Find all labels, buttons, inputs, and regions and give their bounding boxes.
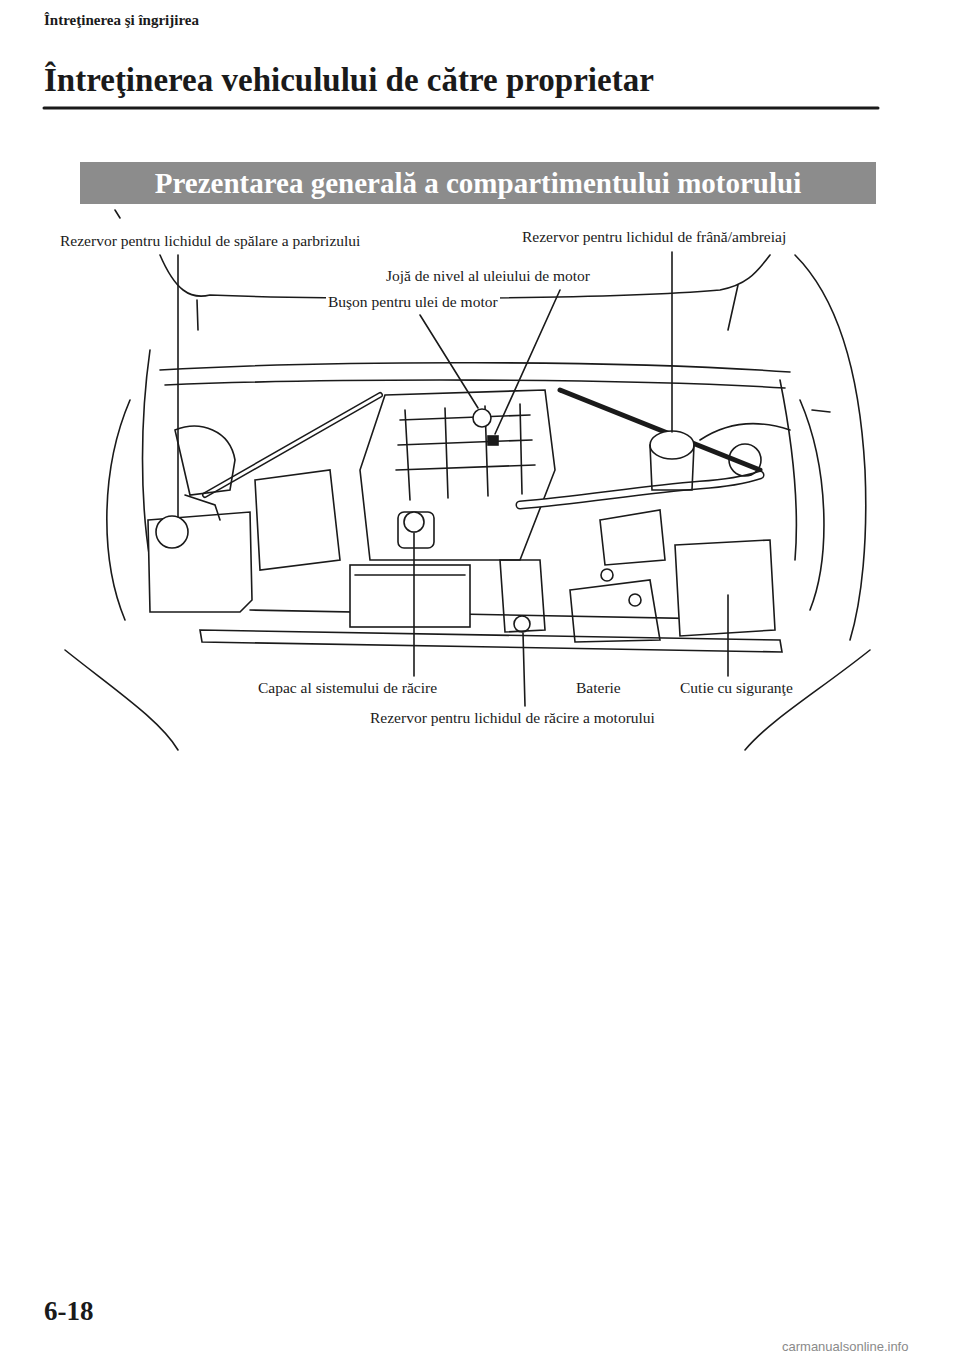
part-label: Rezervor pentru lichidul de frână/ambrei… [520, 228, 788, 246]
part-label: Rezervor pentru lichidul de spălare a pa… [58, 232, 362, 250]
banner-text: Prezentarea generală a compartimentului … [155, 167, 801, 200]
part-label: Buşon pentru ulei de motor [326, 293, 500, 311]
section-banner: Prezentarea generală a compartimentului … [80, 162, 876, 204]
part-label: Capac al sistemului de răcire [256, 679, 439, 697]
part-label: Rezervor pentru lichidul de răcire a mot… [368, 709, 657, 727]
running-header: Întreţinerea şi îngrijirea [44, 12, 199, 29]
part-label: Baterie [574, 679, 623, 697]
page-number: 6-18 [44, 1296, 94, 1327]
watermark: carmanualsonline.info [782, 1340, 908, 1355]
part-label: Jojă de nivel al uleiului de motor [384, 267, 592, 285]
page-heading: Întreţinerea vehiculului de către propri… [44, 62, 654, 100]
part-label: Cutie cu siguranţe [678, 679, 795, 697]
